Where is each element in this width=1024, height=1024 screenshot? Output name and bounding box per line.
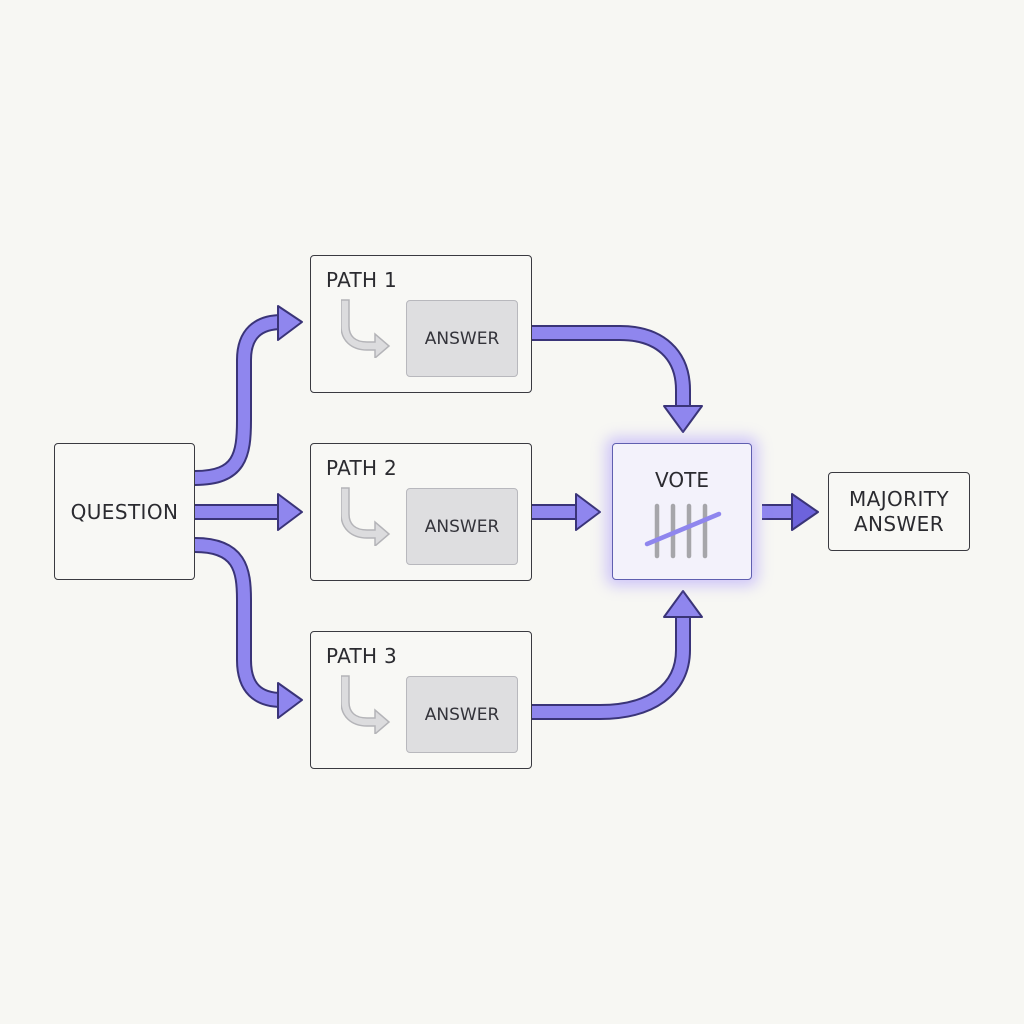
path-1-title: PATH 1: [326, 268, 398, 292]
path-2-title: PATH 2: [326, 456, 398, 480]
path-2-answer: ANSWER: [406, 488, 518, 565]
question-label: QUESTION: [70, 499, 179, 524]
arrowhead-to-path3: [277, 682, 303, 719]
curved-arrow-icon: [341, 487, 391, 546]
vote-box: VOTE: [612, 443, 752, 580]
curved-arrow-icon: [341, 299, 391, 358]
majority-answer-label: MAJORITY ANSWER: [848, 486, 949, 536]
path-1-answer-label: ANSWER: [424, 328, 500, 349]
path-1-answer: ANSWER: [406, 300, 518, 377]
path-3-box: PATH 3 ANSWER: [310, 631, 532, 769]
vote-label: VOTE: [655, 468, 709, 492]
path-2-box: PATH 2 ANSWER: [310, 443, 532, 581]
path-1-box: PATH 1 ANSWER: [310, 255, 532, 393]
arrowhead-to-majority: [791, 493, 819, 531]
arrowhead-path3-to-vote: [663, 590, 703, 618]
tally-marks-icon: [644, 503, 722, 559]
question-box: QUESTION: [54, 443, 195, 580]
arrowhead-path2-to-vote: [575, 493, 601, 531]
arrowhead-to-path2: [277, 493, 303, 531]
arrowhead-path1-to-vote: [663, 405, 703, 433]
path-2-answer-label: ANSWER: [424, 516, 500, 537]
curved-arrow-icon: [341, 675, 391, 734]
arrowhead-to-path1: [277, 305, 303, 341]
path-3-title: PATH 3: [326, 644, 398, 668]
path-3-answer: ANSWER: [406, 676, 518, 753]
majority-answer-box: MAJORITY ANSWER: [828, 472, 970, 551]
path-3-answer-label: ANSWER: [424, 704, 500, 725]
